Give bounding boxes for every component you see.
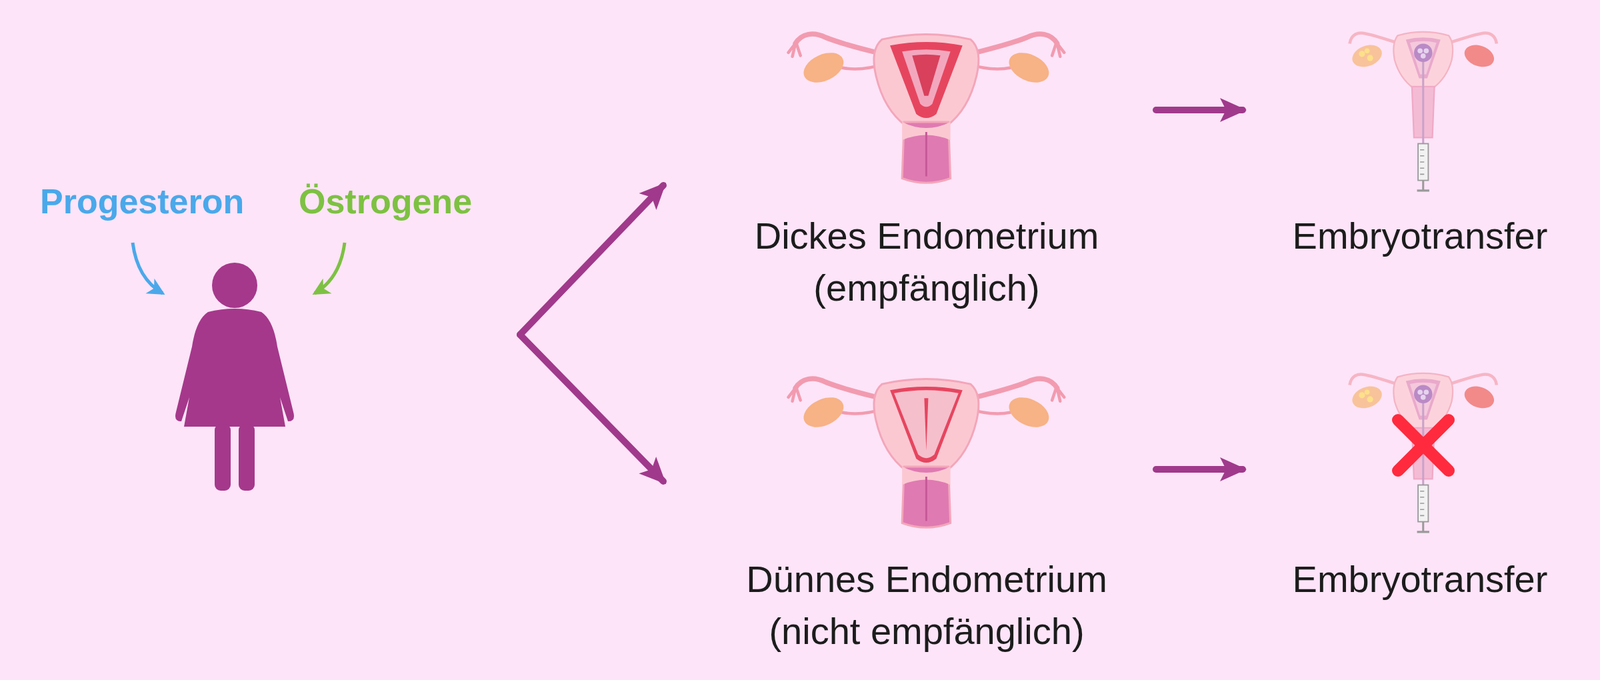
hormone-label: Progesteron — [40, 180, 244, 223]
uterus-thin-endometrium — [788, 378, 1065, 528]
node-label: Dünnes Endometrium (nicht empfänglich) — [726, 553, 1127, 658]
oestrogen-arrow — [314, 242, 345, 294]
flow-arrow — [1156, 466, 1243, 473]
embryo-transfer-illustration — [1349, 373, 1498, 532]
embryo-transfer-illustration — [1349, 32, 1498, 191]
hormone-label: Östrogene — [298, 180, 472, 223]
flow-arrow — [520, 334, 664, 482]
endometrium-node: Dickes Endometrium (empfänglich) — [726, 20, 1127, 328]
uterus-thick-endometrium — [788, 34, 1065, 183]
flow-arrow — [1156, 106, 1243, 114]
flow-arrow — [520, 185, 664, 335]
progesteron-arrow — [132, 242, 163, 294]
transfer-node: Embryotransfer — [1266, 363, 1574, 619]
hormone-group: Progesteron Östrogene — [33, 170, 500, 497]
woman-figure — [175, 262, 294, 491]
node-label: Embryotransfer — [1266, 210, 1574, 262]
endometrium-node: Dünnes Endometrium (nicht empfänglich) — [726, 363, 1127, 671]
node-label: Embryotransfer — [1266, 553, 1574, 606]
failure-cross — [1398, 420, 1449, 471]
node-label: Dickes Endometrium (empfänglich) — [726, 210, 1127, 314]
transfer-node: Embryotransfer — [1266, 20, 1574, 276]
